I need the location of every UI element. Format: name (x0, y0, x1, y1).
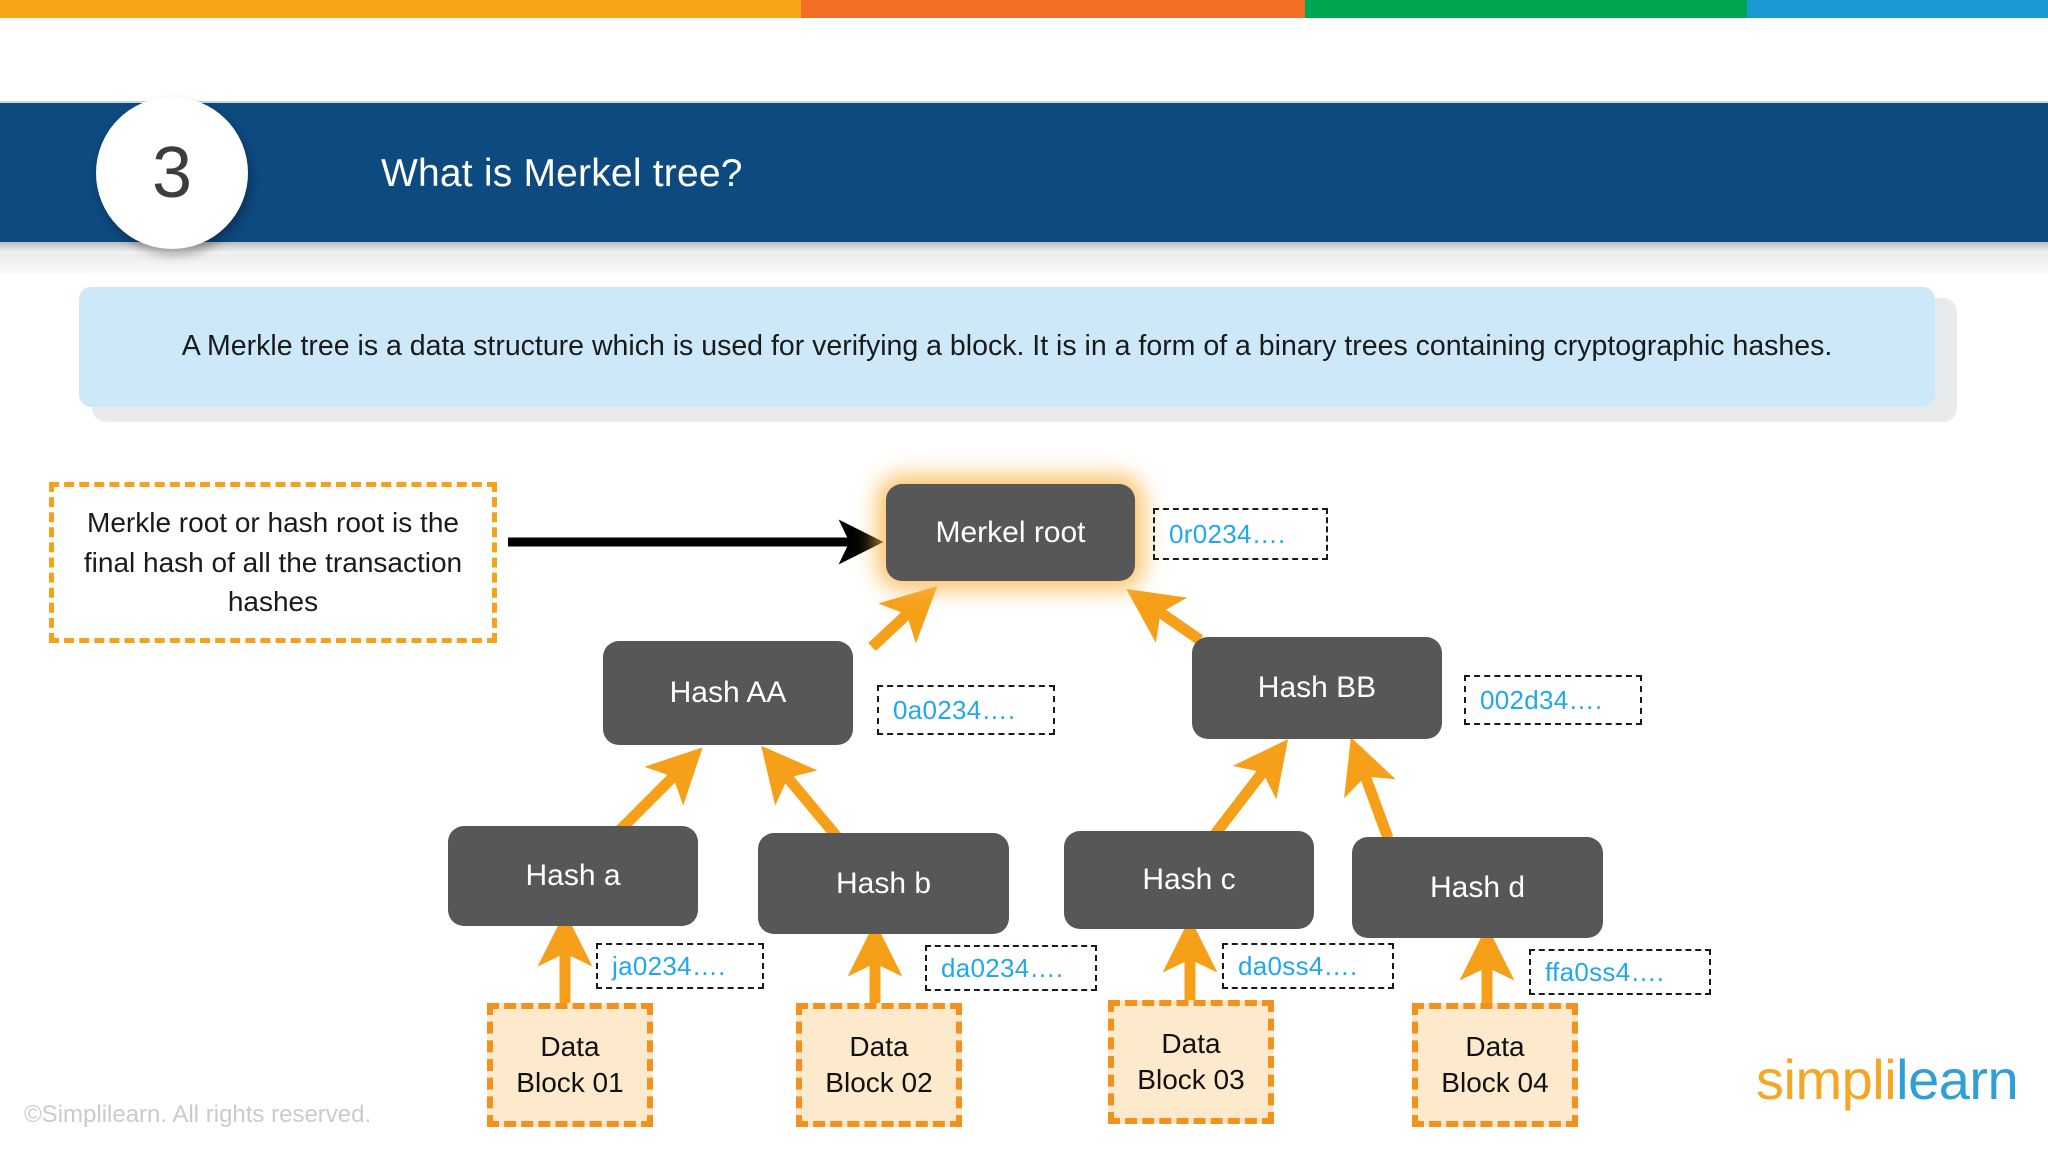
data-block-04-line2: Block 04 (1441, 1067, 1549, 1098)
arrow-hasha-to-hashaa (616, 747, 703, 834)
hash-value-hash-c: da0ss4…. (1238, 950, 1358, 981)
node-hash-bb[interactable]: Hash BB (1192, 637, 1442, 739)
hash-label-hash-a: ja0234…. (596, 943, 764, 989)
data-block-01-line1: Data (540, 1031, 600, 1063)
node-hash-c[interactable]: Hash c (1064, 831, 1314, 929)
hash-label-hash-bb: 002d34…. (1464, 675, 1642, 725)
data-block-03-line1: Data (1161, 1028, 1221, 1060)
hash-value-hash-aa: 0a0234…. (893, 694, 1016, 725)
simplilearn-logo: simpl i learn (1756, 1048, 2019, 1111)
node-hash-d[interactable]: Hash d (1352, 837, 1603, 938)
data-block-02[interactable]: Data Block 02 (796, 1003, 962, 1127)
data-block-04-line1: Data (1465, 1031, 1525, 1063)
hash-value-hash-a: ja0234…. (612, 950, 726, 981)
step-number-badge: 3 (96, 97, 248, 249)
arrow-hashbb-to-root (1126, 588, 1204, 645)
hash-label-hash-b: da0234…. (925, 945, 1097, 991)
arrow-hashc-to-hashbb (1207, 739, 1289, 842)
node-merkel-root[interactable]: Merkel root (886, 484, 1135, 581)
node-hash-b-label: Hash b (835, 866, 932, 900)
hash-label-hash-c: da0ss4…. (1222, 943, 1394, 989)
node-hash-aa-label: Hash AA (669, 676, 787, 709)
node-hash-bb-label: Hash BB (1257, 671, 1377, 704)
node-hash-aa[interactable]: Hash AA (603, 641, 853, 745)
data-block-01[interactable]: Data Block 01 (487, 1003, 653, 1127)
hash-value-hash-d: ffa0ss4…. (1545, 956, 1665, 987)
description-text: A Merkle tree is a data structure which … (181, 330, 1833, 363)
annotation-text: Merkle root or hash root is the final ha… (83, 506, 463, 618)
color-segment-orange (800, 0, 1305, 18)
hash-label-merkel-root: 0r0234…. (1153, 508, 1328, 560)
top-color-bar (0, 0, 2048, 18)
logo-text-learn: learn (1896, 1048, 2019, 1111)
header-shadow (0, 242, 2048, 254)
hash-label-hash-aa: 0a0234…. (877, 685, 1055, 735)
data-block-01-line2: Block 01 (516, 1067, 624, 1098)
node-hash-a-label: Hash a (525, 859, 621, 892)
node-hash-a[interactable]: Hash a (448, 826, 698, 926)
data-block-02-line1: Data (849, 1031, 909, 1063)
header-shadow-soft (0, 254, 2048, 274)
step-number-label: 3 (151, 133, 193, 213)
data-block-03[interactable]: Data Block 03 (1108, 1000, 1274, 1124)
description-callout: A Merkle tree is a data structure which … (79, 287, 1935, 407)
data-block-04[interactable]: Data Block 04 (1412, 1003, 1578, 1127)
header-band (0, 101, 2048, 242)
arrow-hashb-to-hashaa (761, 745, 843, 842)
copyright-text: ©Simplilearn. All rights reserved. (24, 1101, 372, 1128)
data-block-03-line2: Block 03 (1137, 1064, 1245, 1095)
node-hash-d-label: Hash d (1429, 870, 1526, 904)
hash-value-merkel-root: 0r0234…. (1169, 518, 1286, 549)
hash-value-hash-b: da0234…. (941, 952, 1064, 983)
merkle-root-annotation: Merkle root or hash root is the final ha… (49, 482, 497, 643)
data-block-02-line2: Block 02 (825, 1067, 933, 1098)
logo-divider-i: i (1884, 1048, 1897, 1111)
node-hash-b[interactable]: Hash b (758, 833, 1009, 934)
logo-text-simpl: simpl (1756, 1048, 1885, 1111)
arrow-hashd-to-hashbb (1344, 737, 1396, 840)
color-segment-green (1304, 0, 1747, 18)
page-title: What is Merkel tree? (381, 152, 743, 195)
node-merkel-root-label: Merkel root (935, 515, 1086, 549)
hash-label-hash-d: ffa0ss4…. (1529, 949, 1711, 995)
hash-value-hash-bb: 002d34…. (1480, 684, 1603, 715)
node-hash-c-label: Hash c (1142, 863, 1236, 896)
arrow-hashaa-to-root (868, 585, 938, 652)
color-segment-blue (1746, 0, 2048, 18)
color-segment-orange-yellow (0, 0, 801, 18)
